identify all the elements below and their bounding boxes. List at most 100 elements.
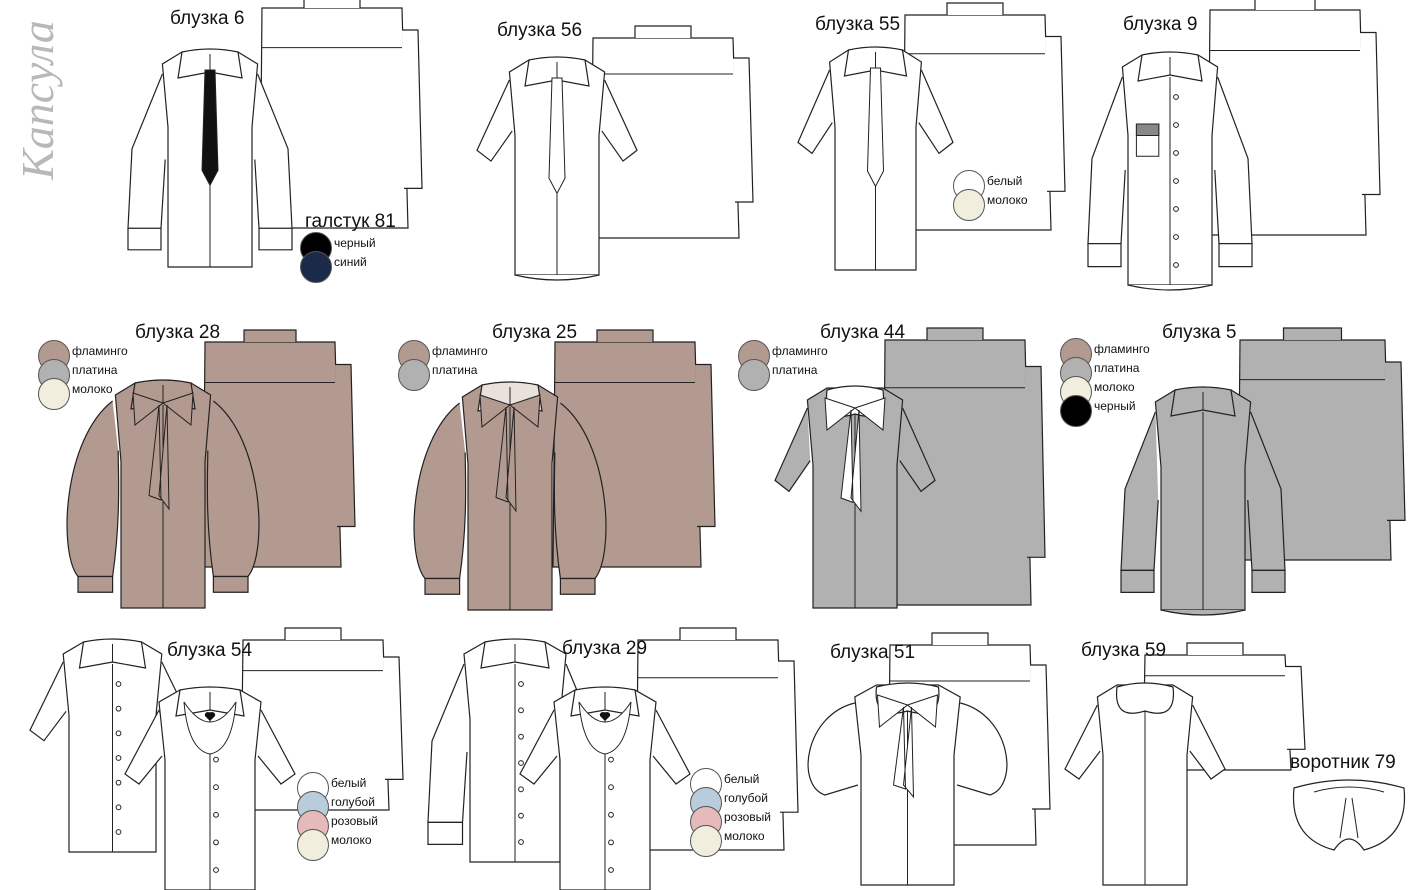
button <box>609 840 614 845</box>
garment-9-alt-front <box>125 687 295 890</box>
back-sleeve <box>1030 665 1050 809</box>
collar-79-shape <box>1294 780 1405 850</box>
swatch-name: молоко <box>987 193 1028 207</box>
item-label: блузка 6 <box>170 8 245 29</box>
button <box>214 757 219 762</box>
swatch-dot <box>398 359 430 391</box>
sleeve-left <box>428 664 467 822</box>
sleeve-left <box>775 408 810 491</box>
sleeve-left <box>67 401 119 577</box>
item-label: галстук 81 <box>305 211 396 232</box>
button <box>214 840 219 845</box>
swatch-name: фламинго <box>432 344 488 358</box>
item-label: блузка 54 <box>167 640 253 661</box>
swatch-name: платина <box>432 363 478 377</box>
button <box>214 868 219 873</box>
jabot <box>579 702 631 754</box>
heart-brooch-icon <box>599 712 611 721</box>
bow-icon <box>133 393 193 425</box>
back-collar <box>932 633 988 645</box>
button <box>609 785 614 790</box>
back-collar <box>304 0 360 8</box>
button <box>116 731 121 736</box>
sleeve-right <box>653 710 690 784</box>
item-label: блузка 29 <box>562 638 648 659</box>
item-label: воротник 79 <box>1290 752 1396 773</box>
swatch-name: молоко <box>331 833 372 847</box>
sleeve-left <box>30 662 66 741</box>
swatch-name: фламинго <box>72 344 128 358</box>
item-label: блузка 9 <box>1123 14 1198 35</box>
sleeve-left <box>1065 705 1100 779</box>
swatch-dot <box>38 378 70 410</box>
collar-79-ties <box>1340 798 1358 838</box>
garment-6-front <box>414 382 606 610</box>
swatch-name: синий <box>334 255 367 269</box>
swatch-name: фламинго <box>1094 342 1150 356</box>
swatch-name: молоко <box>1094 380 1135 394</box>
button <box>116 830 121 835</box>
hem <box>1128 285 1212 290</box>
swatch-name: белый <box>724 772 760 786</box>
back-collar <box>927 328 983 340</box>
button <box>1174 151 1179 156</box>
back-collar <box>1255 0 1315 10</box>
button <box>609 812 614 817</box>
sleeve-left <box>808 703 858 795</box>
tie-icon <box>202 70 218 185</box>
swatch-name: белый <box>987 174 1023 188</box>
swatch-name: белый <box>331 776 367 790</box>
sleeve-left <box>128 74 165 228</box>
back-collar <box>635 26 691 38</box>
back-sleeve <box>778 661 798 812</box>
swatch-name: голубой <box>331 795 375 809</box>
garment-0-front <box>128 49 292 267</box>
button <box>116 805 121 810</box>
back-sleeve <box>402 30 422 188</box>
swatch-name: молоко <box>724 829 765 843</box>
garment-5-front <box>67 380 259 608</box>
button <box>1174 235 1179 240</box>
sleeve-right <box>258 710 295 784</box>
back-collar <box>680 628 736 640</box>
sleeve-left <box>520 710 557 784</box>
item-label: блузка 59 <box>1081 640 1167 661</box>
cuff-left <box>425 579 460 595</box>
button <box>116 780 121 785</box>
cuff-left <box>128 228 161 250</box>
swatch-dot <box>297 829 329 861</box>
cuff-left <box>78 577 113 593</box>
back-sleeve <box>1385 362 1405 520</box>
button <box>519 840 524 845</box>
button <box>1174 207 1179 212</box>
button <box>116 682 121 687</box>
button <box>1174 263 1179 268</box>
swatch-dot <box>953 189 985 221</box>
garment-1-front <box>477 57 637 280</box>
cuff-left <box>1121 570 1154 592</box>
item-label: блузка 51 <box>830 642 916 663</box>
sleeve-right <box>957 703 1007 795</box>
button <box>116 756 121 761</box>
pocket-flap <box>1136 124 1158 136</box>
garment-8-front <box>1121 387 1285 615</box>
cuff-right <box>560 579 595 595</box>
back-collar <box>244 330 296 342</box>
bow-icon <box>480 395 540 427</box>
garment-11-front <box>808 683 1007 885</box>
button <box>214 812 219 817</box>
blouse-back <box>883 340 1031 605</box>
garment-10-back <box>636 628 798 850</box>
back-sleeve <box>1045 37 1065 192</box>
item-label: блузка 28 <box>135 322 221 343</box>
back-sleeve <box>335 365 355 527</box>
button <box>519 787 524 792</box>
bow-icon <box>878 695 938 727</box>
button <box>519 682 524 687</box>
swatch-dot <box>690 825 722 857</box>
back-sleeve <box>1025 367 1045 558</box>
swatch-name: фламинго <box>772 344 828 358</box>
swatch-name: голубой <box>724 791 768 805</box>
